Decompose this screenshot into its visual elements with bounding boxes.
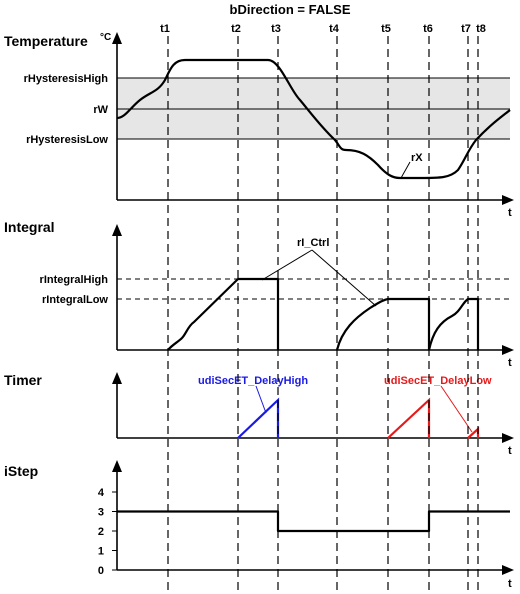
istep-y-arrow xyxy=(112,460,122,472)
timer-ramp-low-1 xyxy=(387,397,431,439)
time-marker-label-t8: t8 xyxy=(476,23,486,35)
istep-tick-label-4: 4 xyxy=(98,487,105,499)
diagram-title: bDirection = FALSE xyxy=(230,2,351,17)
time-marker-label-t2: t2 xyxy=(231,23,241,35)
label-hysteresis-high: rHysteresisHigh xyxy=(24,73,109,85)
ri-ctrl-leader-1 xyxy=(261,249,313,281)
delay-low-leader xyxy=(440,385,473,433)
temperature-t-label: t xyxy=(508,207,512,219)
time-marker-label-t4: t4 xyxy=(329,23,340,35)
istep-tick-label-3: 3 xyxy=(98,507,104,519)
integral-title: Integral xyxy=(4,219,55,235)
timer-ramp-low-2 xyxy=(467,426,480,439)
label-integral-low: rIntegralLow xyxy=(42,294,108,306)
time-marker-label-t7: t7 xyxy=(461,23,471,35)
integral-curve-segment-1 xyxy=(167,277,280,351)
timer-x-arrow xyxy=(502,433,514,443)
rx-label: rX xyxy=(411,152,423,164)
istep-t-label: t xyxy=(508,578,512,590)
label-hysteresis-low: rHysteresisLow xyxy=(26,134,108,146)
time-marker-label-t1: t1 xyxy=(160,23,170,35)
integral-x-arrow xyxy=(502,345,514,355)
delay-high-leader xyxy=(255,385,267,414)
istep-title: iStep xyxy=(4,463,38,479)
integral-y-arrow xyxy=(112,224,122,236)
time-marker-label-t6: t6 xyxy=(423,23,433,35)
integral-curve-segment-2 xyxy=(335,297,431,351)
istep-tick-label-2: 2 xyxy=(98,526,104,538)
temperature-y-arrow xyxy=(112,32,122,44)
temperature-unit: °C xyxy=(100,32,111,43)
temperature-x-arrow xyxy=(502,195,514,205)
delay-low-label: udiSecET_DelayLow xyxy=(384,375,492,387)
istep-tick-label-0: 0 xyxy=(98,565,104,577)
istep-ticks: 4 3 2 1 0 xyxy=(98,487,117,577)
istep-x-arrow xyxy=(502,565,514,575)
timer-title: Timer xyxy=(4,372,42,388)
integral-t-label: t xyxy=(508,357,512,369)
rx-label-leader xyxy=(400,161,411,179)
ri-ctrl-leader-2 xyxy=(311,249,377,307)
integral-curve-segment-3 xyxy=(427,297,480,351)
time-marker-label-t3: t3 xyxy=(271,23,281,35)
istep-step-line xyxy=(117,510,510,533)
temperature-curve-rx xyxy=(116,58,511,180)
ri-ctrl-label: rI_Ctrl xyxy=(297,237,329,249)
time-marker-label-t5: t5 xyxy=(381,23,391,35)
label-integral-high: rIntegralHigh xyxy=(40,274,109,286)
timer-ramp-high xyxy=(237,397,280,439)
label-rw: rW xyxy=(93,104,108,116)
time-markers: t1 t2 t3 t4 t5 t6 t7 t8 xyxy=(160,23,486,594)
temperature-title: Temperature xyxy=(4,33,88,49)
timer-t-label: t xyxy=(508,445,512,457)
timer-y-arrow xyxy=(112,372,122,384)
istep-tick-label-1: 1 xyxy=(98,546,104,558)
delay-high-label: udiSecET_DelayHigh xyxy=(198,375,308,387)
